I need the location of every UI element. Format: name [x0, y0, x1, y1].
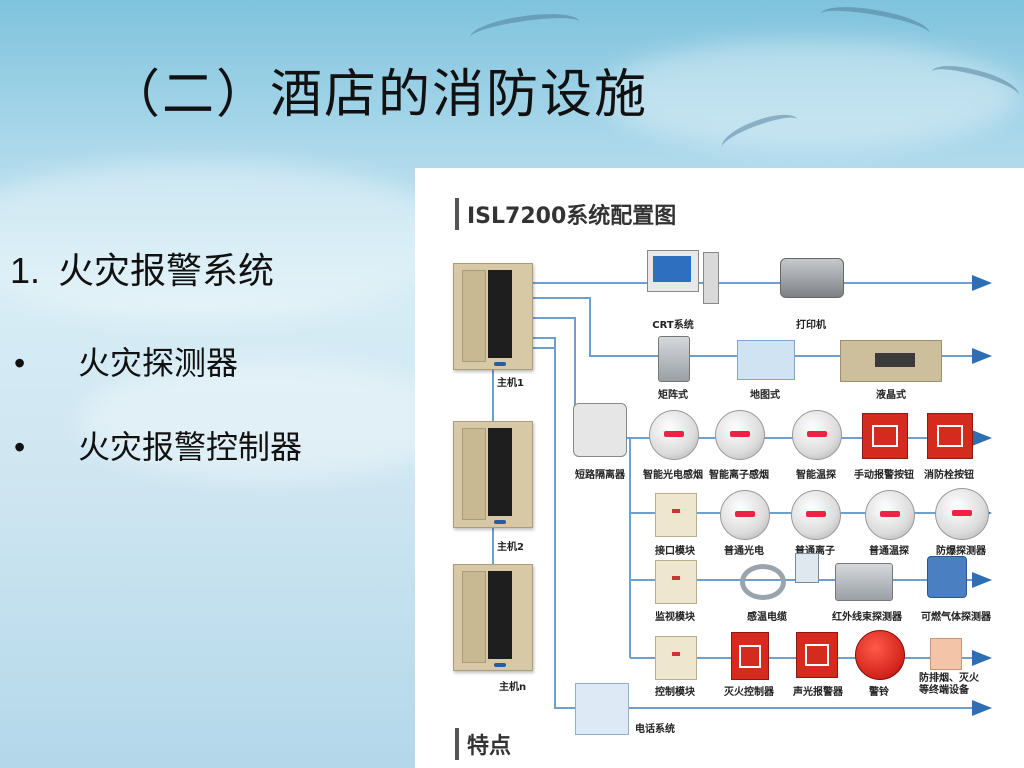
device-label: 普通光电: [724, 546, 764, 557]
device-label: 短路隔离器: [575, 470, 625, 481]
section-heading: 1. 火灾报警系统: [10, 242, 274, 294]
pc-tower-icon: [703, 252, 719, 304]
device-label: 智能离子感烟: [709, 470, 769, 481]
lcd-panel-icon: [840, 340, 942, 382]
host-label: 主机n: [499, 682, 527, 693]
explosion-proof-detector-icon: [935, 488, 989, 540]
host-label: 主机2: [497, 542, 524, 553]
device-label: 控制模块: [655, 687, 695, 698]
hydrant-button-icon: [927, 413, 973, 459]
device-label: 感温电缆: [747, 612, 787, 623]
device-label: 灭火控制器: [724, 687, 774, 698]
device-label: 地图式: [750, 390, 780, 401]
terminal-device-icon: [930, 638, 962, 670]
device-label: 警铃: [869, 687, 889, 698]
device-label: 防排烟、灭火等终端设备: [919, 673, 979, 696]
smoke-detector-icon: [649, 410, 699, 460]
gas-detector-icon: [927, 556, 967, 598]
sound-light-alarm-icon: [796, 632, 838, 678]
system-diagram: ISL7200系统配置图 主机1 主机2: [415, 168, 1024, 768]
heading-number: 1.: [10, 250, 41, 291]
device-label: 打印机: [796, 320, 826, 331]
device-label: 声光报警器: [793, 687, 843, 698]
infrared-beam-detector-icon: [835, 563, 893, 601]
background-cloud: [80, 360, 460, 480]
bullet-marker: •: [14, 429, 26, 465]
bullet-marker: •: [14, 345, 26, 381]
device-label: 矩阵式: [658, 390, 688, 401]
diagram-title: ISL7200系统配置图: [455, 198, 676, 230]
interface-module-icon: [655, 493, 697, 537]
diagram-footer: 特点: [455, 728, 511, 760]
device-label: 手动报警按钮: [854, 470, 914, 481]
map-panel-icon: [737, 340, 795, 380]
isolator-icon: [573, 403, 627, 457]
device-label: 红外线束探测器: [832, 612, 902, 623]
device-label: 可燃气体探测器: [921, 612, 991, 623]
device-label: 防爆探测器: [936, 546, 986, 557]
device-label: 智能温探: [796, 470, 836, 481]
device-label: 电话系统: [635, 724, 675, 735]
slide-title: （二）酒店的消防设施: [108, 65, 649, 125]
device-label: 液晶式: [876, 390, 906, 401]
manual-alarm-button-icon: [862, 413, 908, 459]
device-label: 消防栓按钮: [924, 470, 974, 481]
heat-detector-icon: [865, 490, 915, 540]
host-cabinet: [453, 421, 533, 528]
matrix-panel-icon: [658, 336, 690, 382]
device-label: 普通离子: [795, 546, 835, 557]
device-label: 接口模块: [655, 546, 695, 557]
device-label: 普通温探: [869, 546, 909, 557]
heat-detector-icon: [792, 410, 842, 460]
bullet-item: • 火灾探测器: [14, 338, 238, 384]
smoke-detector-icon: [715, 410, 765, 460]
host-label: 主机1: [497, 378, 524, 389]
background-cloud: [600, 40, 1020, 150]
telephone-system-icon: [575, 683, 629, 735]
cable-controller-icon: [795, 553, 819, 583]
device-label: CRT系统: [652, 320, 694, 331]
bullet-text: 火灾探测器: [78, 344, 239, 382]
bullet-text: 火灾报警控制器: [78, 428, 303, 466]
background-bird: [468, 8, 582, 51]
heading-text: 火灾报警系统: [58, 251, 275, 292]
monitor-module-icon: [655, 560, 697, 604]
bullet-item: • 火灾报警控制器: [14, 422, 302, 468]
device-label: 监视模块: [655, 612, 695, 623]
host-cabinet: [453, 263, 533, 370]
background-cloud: [0, 160, 460, 320]
crt-monitor-icon: [647, 250, 699, 292]
alarm-bell-icon: [855, 630, 905, 680]
control-module-icon: [655, 636, 697, 680]
printer-icon: [780, 258, 844, 298]
photoelectric-detector-icon: [720, 490, 770, 540]
ion-detector-icon: [791, 490, 841, 540]
device-label: 智能光电感烟: [643, 470, 703, 481]
heat-cable-icon: [740, 564, 786, 600]
extinguish-controller-icon: [731, 632, 769, 680]
host-cabinet: [453, 564, 533, 671]
